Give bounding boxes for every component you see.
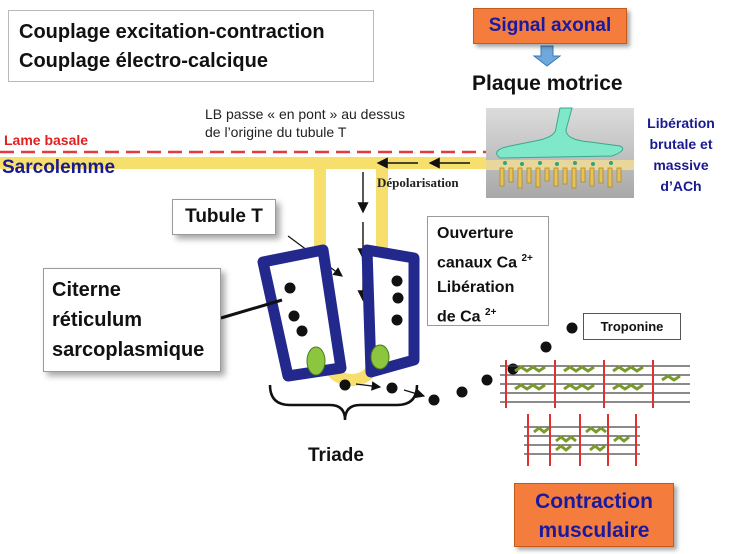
ouverture-line-4-sup: 2+: [485, 307, 497, 319]
citerne-box: Citerne réticulum sarcoplasmique: [43, 268, 221, 372]
neuromuscular-junction-image: [486, 107, 634, 198]
ouverture-line-2: canaux Ca 2+: [437, 246, 539, 275]
calcium-channel-left: [306, 346, 326, 376]
lb-note-line-1: LB passe « en pont » au dessus: [205, 106, 406, 122]
calcium-ions-stored: [284, 275, 404, 337]
citerne-pointer: [220, 298, 283, 320]
ouverture-line-4-text: de Ca: [437, 308, 481, 326]
liberation-line-2: brutale et: [649, 136, 713, 152]
ouverture-line-3: Libération: [437, 279, 515, 297]
title-line-2: Couplage électro-calcique: [19, 50, 268, 72]
citerne-line-3: sarcoplasmique: [52, 339, 205, 361]
citerne-line-1: Citerne: [52, 279, 121, 301]
contraction-box: Contraction musculaire: [514, 483, 674, 547]
plaque-motrice-label: Plaque motrice: [472, 72, 623, 95]
contraction-line-2: musculaire: [538, 519, 650, 542]
sarcolemme-label: Sarcolemme: [2, 157, 116, 178]
signal-arrow: [532, 45, 562, 67]
lb-note-line-2: de l’origine du tubule T: [205, 124, 347, 140]
ouverture-line-2-text: canaux Ca: [437, 254, 518, 272]
release-arrows: [355, 381, 426, 399]
troponine-box: Troponine: [583, 313, 681, 340]
triade-brace: [268, 384, 419, 421]
liberation-line-1: Libération: [647, 115, 715, 131]
liberation-line-3: massive: [653, 157, 709, 173]
citerne-line-2: réticulum: [52, 309, 143, 331]
triade-label: Triade: [308, 445, 364, 466]
cistern-left: [257, 244, 347, 382]
ouverture-line-2-sup: 2+: [521, 253, 533, 264]
ouverture-box: Ouverture canaux Ca 2+ Libération de Ca …: [427, 216, 549, 326]
ouverture-line-4: de Ca 2+: [437, 300, 539, 329]
sarcolemma-membrane: [0, 157, 490, 169]
signal-axonal-box: Signal axonal: [473, 8, 627, 44]
myofibril-upper: [500, 360, 690, 408]
contraction-line-1: Contraction: [535, 490, 653, 513]
title-box: Couplage excitation-contraction Couplage…: [8, 10, 374, 82]
depolarisation-arrows: [357, 157, 470, 302]
liberation-ach-label: Libération brutale et massive d’ACh: [635, 113, 727, 197]
calcium-channel-right: [370, 344, 390, 370]
myofibril-lower: [524, 414, 640, 466]
tubule-t-box: Tubule T: [172, 199, 276, 235]
ouverture-line-1: Ouverture: [437, 225, 514, 242]
depolarisation-label: Dépolarisation: [377, 175, 459, 190]
lb-note: LB passe « en pont » au dessus de l’orig…: [205, 105, 405, 141]
liberation-line-4: d’ACh: [660, 178, 702, 194]
title-line-1: Couplage excitation-contraction: [19, 21, 325, 43]
lame-basale-label: Lame basale: [4, 132, 89, 148]
